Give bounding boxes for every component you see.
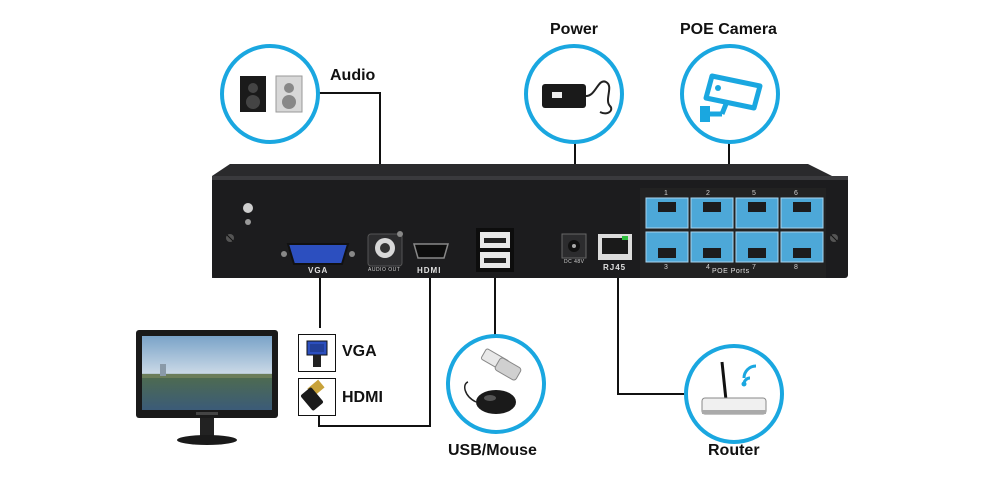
hdmi-wire-horizontal bbox=[318, 425, 431, 427]
port-label-rj45: RJ45 bbox=[603, 263, 627, 272]
monitor bbox=[136, 330, 278, 448]
audio-wire-horizontal bbox=[318, 92, 380, 94]
vga-wire bbox=[319, 270, 321, 328]
power-adapter-icon bbox=[542, 80, 613, 115]
camera-icon bbox=[700, 73, 763, 122]
router-circle bbox=[684, 344, 784, 444]
hdmi-cable-box bbox=[298, 378, 336, 416]
audio-wire-vertical bbox=[379, 92, 381, 230]
hdmi-wire-stub bbox=[318, 410, 320, 426]
usb-mouse-circle bbox=[446, 334, 546, 434]
poe-port-number: 1 bbox=[664, 190, 669, 197]
port-label-vga: VGA bbox=[308, 266, 329, 275]
power-label: Power bbox=[550, 21, 599, 38]
usb-mouse-icon bbox=[463, 348, 522, 414]
vga-cable-icon bbox=[306, 340, 328, 367]
monitor-icon bbox=[136, 330, 278, 445]
nvr-device: VGA AUDIO OUT HDMI DC 48V RJ45 POE Ports… bbox=[208, 158, 848, 288]
poe-port-number: 6 bbox=[794, 190, 799, 197]
router-label: Router bbox=[708, 442, 760, 459]
port-label-dc: DC 48V bbox=[564, 259, 585, 265]
poe-camera-circle bbox=[680, 44, 780, 144]
usb-wire bbox=[494, 272, 496, 336]
poe-port-number: 8 bbox=[794, 264, 799, 271]
poe-port-number: 3 bbox=[664, 264, 669, 271]
hdmi-label: HDMI bbox=[342, 389, 383, 406]
power-circle bbox=[524, 44, 624, 144]
vga-label: VGA bbox=[342, 343, 377, 360]
poe-port-number: 7 bbox=[752, 264, 757, 271]
vga-cable-box bbox=[298, 334, 336, 372]
speakers-circle bbox=[220, 44, 320, 144]
poe-port-number: 2 bbox=[706, 190, 711, 197]
port-label-hdmi: HDMI bbox=[417, 266, 442, 275]
poe-ports-label: POE Ports bbox=[712, 268, 750, 275]
usb-mouse-label: USB/Mouse bbox=[448, 442, 537, 459]
port-label-audio: AUDIO OUT bbox=[368, 267, 401, 273]
router-wire-horizontal bbox=[617, 393, 689, 395]
poe-port-number: 5 bbox=[752, 190, 757, 197]
hdmi-wire-vertical bbox=[429, 274, 431, 426]
hdmi-cable-icon bbox=[301, 379, 325, 411]
poe-camera-label: POE Camera bbox=[680, 21, 777, 38]
audio-label: Audio bbox=[330, 67, 376, 84]
router-wire-vertical bbox=[617, 274, 619, 394]
speakers-icon bbox=[240, 75, 303, 113]
router-icon bbox=[701, 361, 767, 415]
poe-port-number: 4 bbox=[706, 264, 711, 271]
